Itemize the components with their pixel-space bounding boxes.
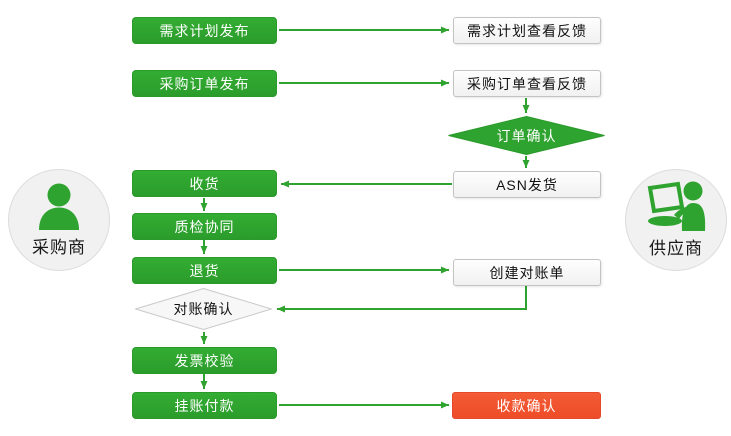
buyer-actor: 采购商 bbox=[8, 169, 110, 271]
node-create-statement: 创建对账单 bbox=[453, 259, 601, 286]
buyer-label: 采购商 bbox=[32, 238, 86, 257]
node-order-confirm: 订单确认 bbox=[448, 116, 605, 155]
edge-create-statement-to-statement-confirm bbox=[277, 286, 527, 313]
node-return-goods: 退货 bbox=[132, 257, 277, 284]
node-po-feedback: 采购订单查看反馈 bbox=[453, 70, 601, 97]
node-statement-confirm: 对账确认 bbox=[135, 288, 272, 330]
supplier-actor: 供应商 bbox=[625, 169, 727, 271]
node-statement-confirm-label: 对账确认 bbox=[173, 301, 234, 317]
node-asn-ship: ASN发货 bbox=[453, 171, 601, 198]
supplier-label: 供应商 bbox=[649, 239, 703, 258]
node-receipt-confirm: 收款确认 bbox=[452, 392, 601, 419]
node-invoice-verify: 发票校验 bbox=[132, 347, 277, 374]
node-po-publish: 采购订单发布 bbox=[132, 70, 277, 97]
node-demand-plan-publish: 需求计划发布 bbox=[132, 17, 277, 44]
node-receive: 收货 bbox=[132, 170, 277, 197]
node-demand-plan-feedback: 需求计划查看反馈 bbox=[453, 17, 601, 44]
node-payment-on-account: 挂账付款 bbox=[132, 392, 277, 419]
diamond-shape bbox=[135, 288, 272, 330]
node-order-confirm-label: 订单确认 bbox=[496, 127, 557, 144]
node-quality-collab: 质检协同 bbox=[132, 213, 277, 240]
person-icon bbox=[39, 183, 79, 230]
person-laptop-icon bbox=[647, 181, 706, 231]
diamond-shape bbox=[448, 116, 605, 155]
